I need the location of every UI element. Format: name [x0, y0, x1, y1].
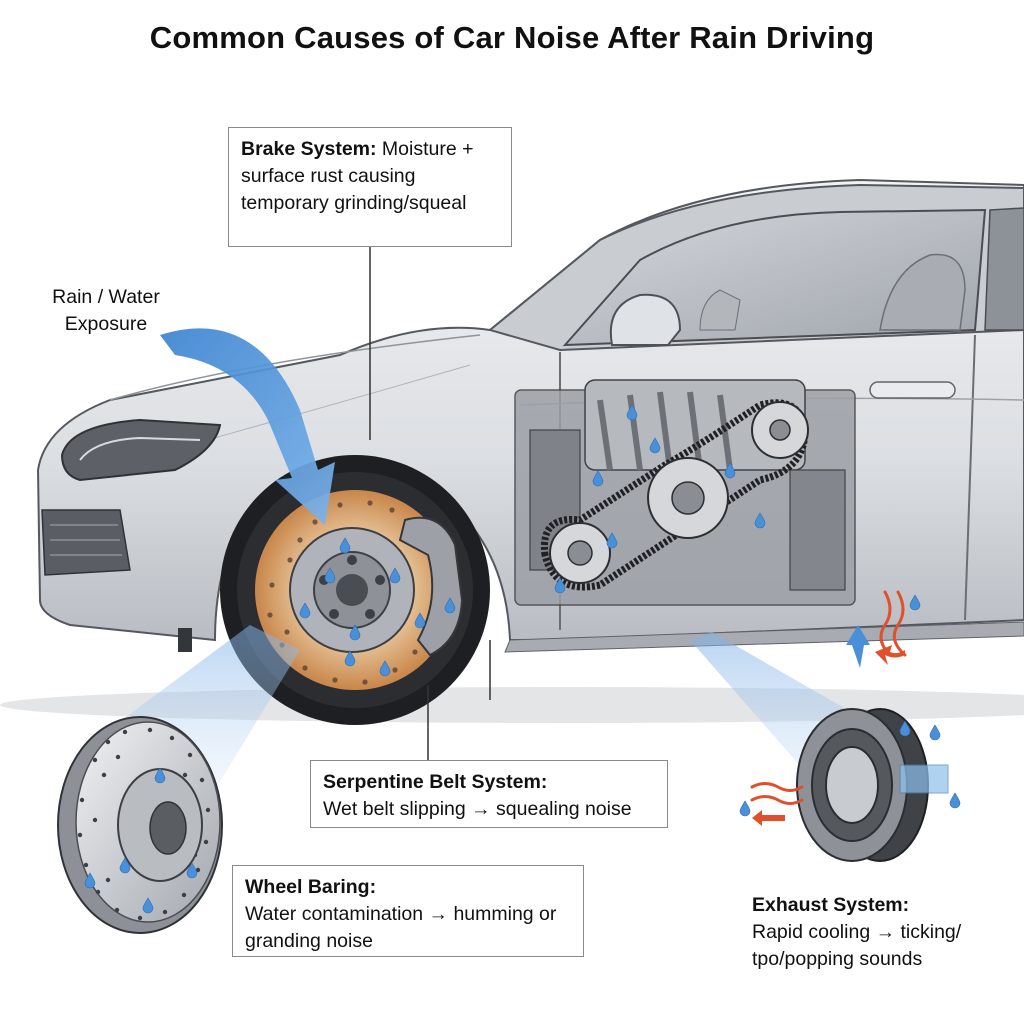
- exhaust-system-heading: Exhaust System:: [752, 894, 910, 916]
- zoomed-wheel-bearing: [739, 708, 961, 862]
- serpentine-belt-heading: Serpentine Belt System:: [323, 771, 548, 793]
- wheel-bearing-callout: Wheel Baring: Water contamination → humm…: [232, 865, 584, 957]
- brake-system-callout: Brake System: Moisture + surface rust ca…: [228, 127, 512, 247]
- serpentine-belt-text: Wet belt slipping → squealing noise: [323, 798, 632, 820]
- wheel-bearing-heading: Wheel Baring:: [245, 876, 377, 898]
- zoomed-brake-disc: [57, 716, 223, 934]
- engine-cutaway: [514, 379, 856, 606]
- rain-arrow: [160, 328, 335, 525]
- brake-system-heading: Brake System:: [241, 138, 377, 160]
- page-title: Common Causes of Car Noise After Rain Dr…: [149, 20, 875, 55]
- heat-arrow-small-icon: [752, 810, 785, 826]
- brake-system-text: Moisture + surface rust causing temporar…: [241, 138, 474, 214]
- wheel-bearing-text: Water contamination → humming or grandin…: [245, 903, 557, 952]
- cooling-arrow-icon: [846, 625, 870, 668]
- serpentine-belt-callout: Serpentine Belt System: Wet belt slippin…: [310, 760, 668, 828]
- heat-waves-icon: [750, 590, 907, 805]
- rain-water-label: Rain / Water Exposure: [52, 286, 160, 335]
- exhaust-system-text: Rapid cooling → ticking/ tpo/popping sou…: [752, 921, 962, 970]
- heat-arrow-icon: [875, 645, 905, 665]
- exhaust-system-callout: Exhaust System: Rapid cooling → ticking/…: [752, 892, 1002, 973]
